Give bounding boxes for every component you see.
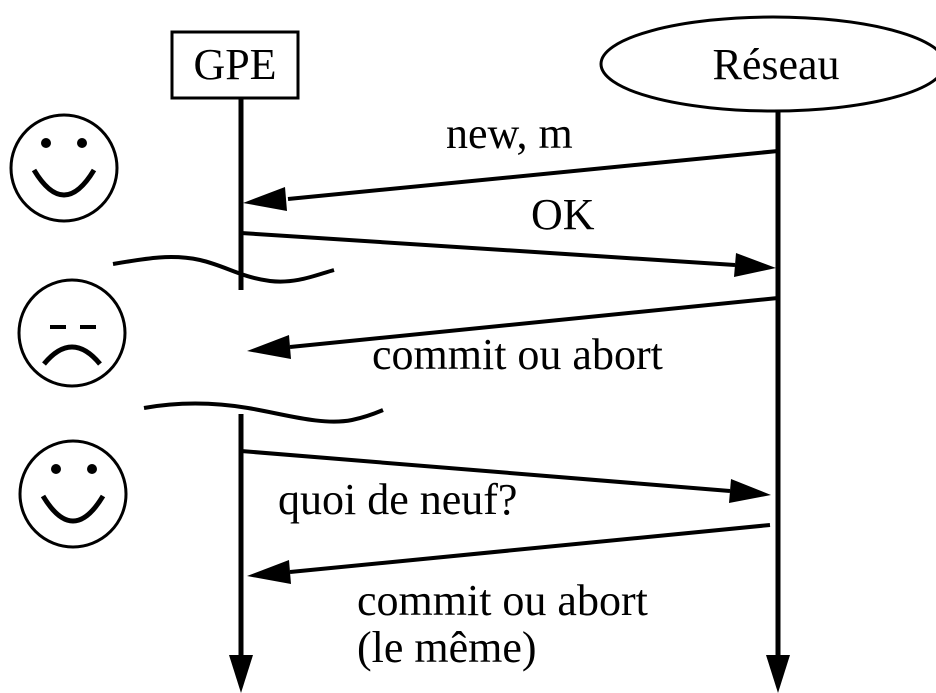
lifeline-reseau-arrowhead	[766, 655, 790, 693]
participant-reseau-ellipse	[599, 15, 936, 113]
message-label: OK	[531, 190, 595, 239]
message-label: quoi de neuf?	[278, 475, 517, 524]
message-arrowhead	[729, 479, 771, 503]
message-arrow-line	[240, 231, 736, 267]
message-new-m: new, m	[243, 109, 779, 211]
smiley-happy-icon	[9, 113, 119, 223]
message-commit-lost: commit ou abort	[247, 296, 779, 379]
message-arrow-line	[240, 449, 731, 493]
lifeline-gpe	[229, 98, 253, 693]
message-arrowhead	[734, 253, 776, 277]
participant-gpe: GPE	[170, 30, 300, 100]
lifeline-gpe-arrowhead	[229, 655, 253, 693]
message-label: new, m	[446, 109, 573, 158]
message-arrowhead	[243, 187, 287, 211]
smiley-sad-icon	[17, 278, 127, 388]
lifeline-reseau	[766, 111, 790, 693]
message-quoi-de-neuf: quoi de neuf?	[240, 449, 771, 524]
message-label: commit ou abort	[357, 576, 648, 625]
participant-reseau: Réseau	[599, 15, 936, 113]
message-label-line2: (le même)	[357, 623, 537, 672]
message-label: commit ou abort	[372, 330, 663, 379]
message-commit-retransmit: commit ou abort (le même)	[247, 523, 771, 672]
participant-gpe-label: GPE	[193, 40, 276, 89]
message-arrow-line	[287, 149, 779, 201]
message-arrowhead	[247, 335, 291, 359]
message-arrowhead	[247, 560, 291, 584]
smiley-happy-icon	[18, 439, 128, 549]
message-arrow-line	[289, 296, 779, 349]
participant-reseau-label: Réseau	[712, 40, 839, 89]
recovery-wave-mark	[143, 401, 384, 424]
participant-gpe-box	[170, 30, 300, 100]
message-arrow-line	[289, 523, 771, 574]
crash-wave-mark	[112, 255, 335, 284]
message-ok: OK	[240, 190, 776, 277]
